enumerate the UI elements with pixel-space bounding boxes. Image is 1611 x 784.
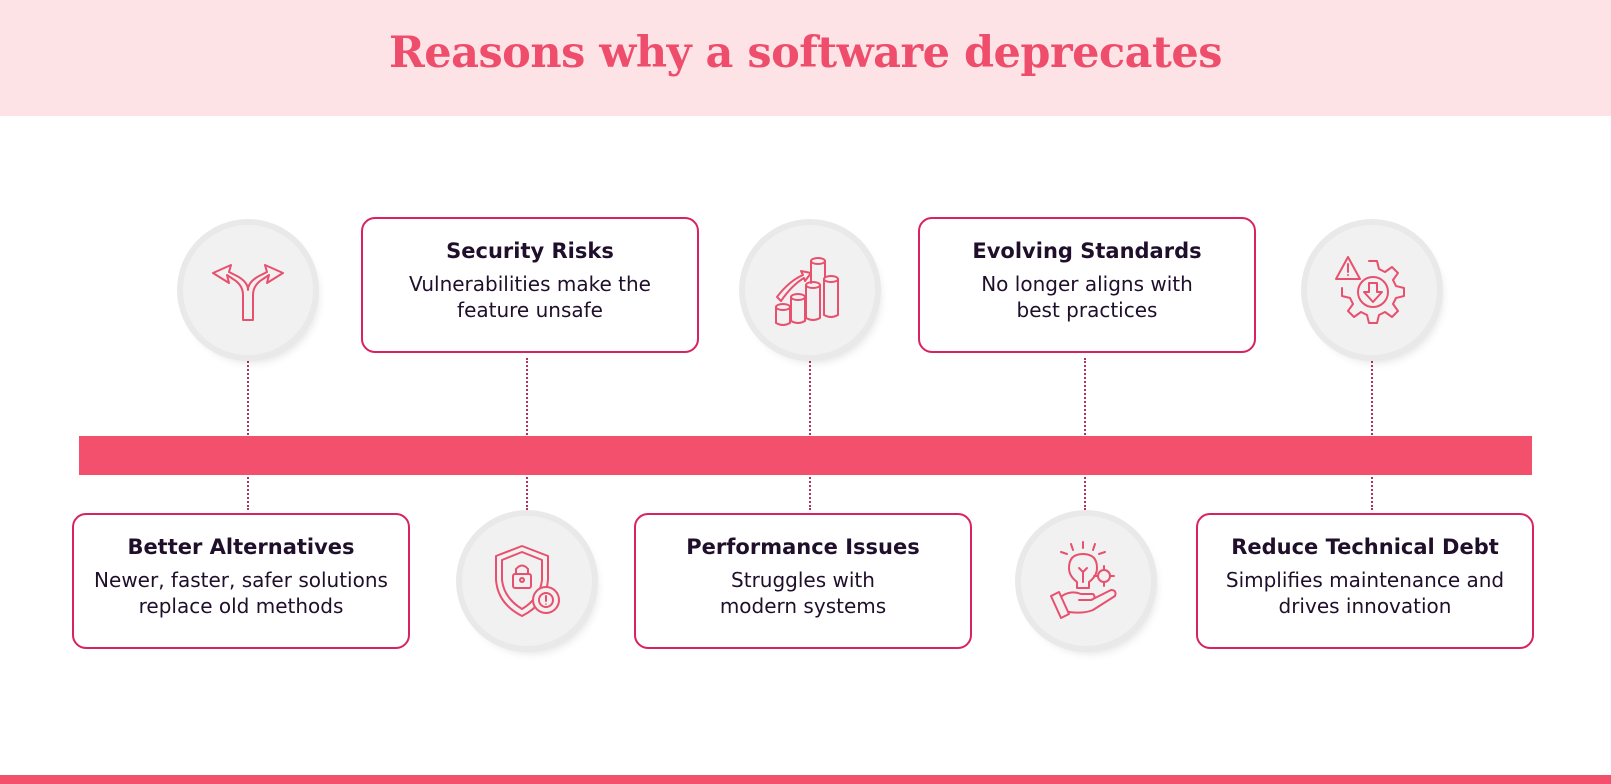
connector-4 [1084,358,1086,510]
card-reduce-technical-debt: Reduce Technical Debt Simplifies mainten… [1196,513,1534,649]
growth-chart-cylinders-icon [775,257,839,326]
hand-lightbulb-gear-icon [1050,541,1117,619]
card-title: Evolving Standards [972,239,1202,263]
connector-5 [1371,358,1373,510]
card-title: Security Risks [446,239,614,263]
page-title: Reasons why a software deprecates [389,28,1222,78]
card-better-alternatives: Better Alternatives Newer, faster, safer… [72,513,410,649]
icon-circle-2 [462,516,592,646]
card-title: Better Alternatives [127,535,355,559]
shield-lock-gear-icon [495,545,560,617]
card-evolving-standards: Evolving Standards No longer aligns with… [918,217,1256,353]
header-banner [0,0,1611,116]
card-security-risks: Security Risks Vulnerabilities make the … [361,217,699,353]
bottom-stripe [0,775,1611,784]
card-title: Performance Issues [686,535,920,559]
connector-3 [809,358,811,510]
connector-1 [247,358,249,510]
icon-circle-3 [745,225,875,355]
card-description: Struggles with modern systems [719,568,887,618]
icon-circle-1 [183,225,313,355]
card-performance-issues: Performance Issues Struggles with modern… [634,513,972,649]
timeline-bar [79,436,1532,475]
card-title: Reduce Technical Debt [1231,535,1499,559]
connector-2 [526,358,528,510]
gear-warning-download-icon [1335,256,1405,324]
icon-circle-5 [1307,225,1437,355]
icon-circle-4 [1021,516,1151,646]
card-description: Vulnerabilities make the feature unsafe [409,272,651,322]
card-description: Simplifies maintenance and drives innova… [1225,568,1505,618]
split-arrows-icon [212,264,284,321]
card-description: No longer aligns with best practices [981,272,1193,322]
card-description: Newer, faster, safer solutions replace o… [94,568,388,618]
